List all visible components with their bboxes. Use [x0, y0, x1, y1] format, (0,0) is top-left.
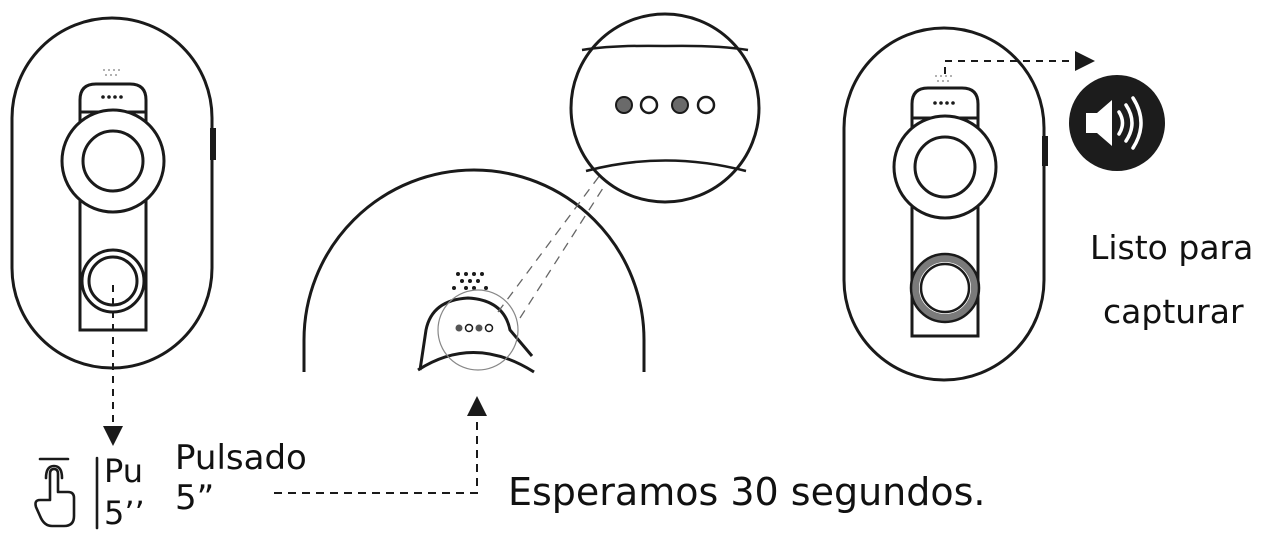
closeup-focus-circle [437, 289, 519, 371]
device-right-big-ring-outer [892, 114, 998, 220]
device-left-strip [78, 82, 148, 332]
device-closeup-leds [455, 323, 494, 333]
device-right-button-inner [919, 262, 971, 314]
device-closeup-ring [417, 351, 535, 374]
icon-caption-line1: Pu [104, 452, 144, 490]
press-label-line1: Pulsado [175, 438, 307, 478]
device-left [10, 16, 216, 370]
led-indicator-zoom-icon [569, 12, 761, 204]
device-left-big-ring-outer [60, 108, 166, 214]
device-right-strip [910, 86, 980, 338]
ready-label-line1: Listo para [1090, 228, 1254, 267]
device-left-big-ring-inner [81, 129, 145, 193]
device-right-button-highlight [911, 254, 979, 322]
device-closeup-strip [418, 296, 534, 371]
device-right-big-ring-inner [913, 135, 977, 199]
device-closeup-speaker-holes [452, 272, 488, 290]
device-right-side-button [1042, 136, 1048, 166]
device-left-leds [101, 95, 123, 99]
icon-caption-line2: 5’’ [104, 494, 145, 531]
speaker-sound-icon [1069, 75, 1165, 171]
device-left-speaker-holes [103, 69, 120, 76]
device-right-speaker-holes [935, 75, 952, 82]
wait-connector-arrow [274, 396, 487, 494]
sound-arrow [944, 51, 1095, 74]
hand-pointer-tap-icon [34, 456, 99, 530]
wait-label: Esperamos 30 segundos. [508, 470, 986, 514]
device-closeup-body [302, 168, 646, 372]
ready-label-line2: capturar [1103, 292, 1244, 331]
device-right-body [842, 26, 1046, 382]
device-right-leds [933, 101, 955, 105]
device-right [842, 26, 1048, 382]
icon-caption-clip: Pu 5’’ [104, 452, 154, 531]
device-closeup [302, 168, 646, 374]
device-left-side-button [210, 128, 216, 160]
press-label-line2: 5” [175, 478, 215, 518]
